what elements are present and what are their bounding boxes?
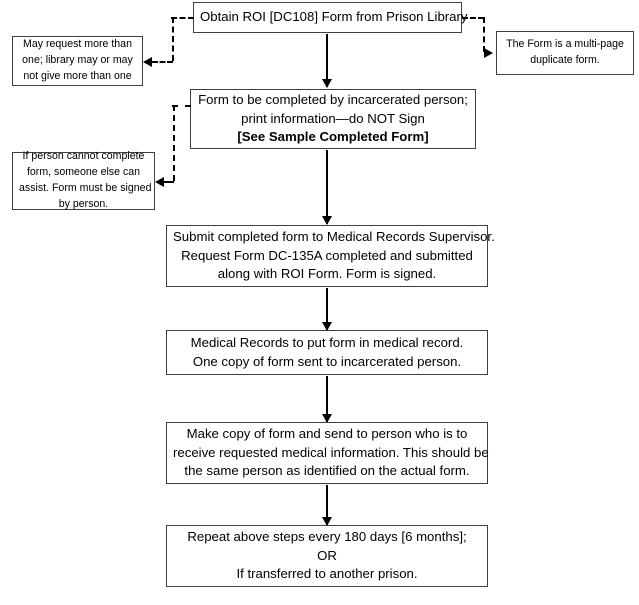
arrow-stem: [326, 34, 328, 87]
arrow-head: [322, 517, 332, 526]
arrow-head: [322, 414, 332, 423]
arrow-stem: [326, 150, 328, 224]
flow-node-complete-form: Form to be completed by incarcerated per…: [190, 89, 476, 149]
flow-node-line: Medical Records to put form in medical r…: [190, 334, 464, 350]
flow-node-medical-records-file: Medical Records to put form in medical r…: [166, 330, 488, 375]
flow-node-line: One copy of form sent to incarcerated pe…: [192, 353, 462, 369]
arrow-head: [322, 216, 332, 225]
flow-node-submit-form: Submit completed form to Medical Records…: [166, 225, 495, 287]
note-line: not give more than one: [23, 69, 132, 82]
flow-node-line: Obtain ROI [DC108] Form from Prison Libr…: [200, 9, 468, 25]
note-line: form, someone else can: [26, 166, 141, 179]
flow-node-line: receive requested medical information. T…: [173, 444, 489, 460]
flow-node-line: the same person as identified on the act…: [184, 463, 470, 479]
note-multi-page-form: The Form is a multi-page duplicate form.: [496, 31, 634, 75]
arrow-stem: [326, 485, 328, 525]
flow-node-line: Submit completed form to Medical Records…: [173, 228, 495, 244]
arrow-stem: [326, 376, 328, 422]
note-assistance: If person cannot complete form, someone …: [12, 150, 155, 210]
dashed-connector-left-2-seg-vert: [173, 105, 175, 181]
flow-node-line-emphasis: [See Sample Completed Form]: [237, 129, 429, 145]
note-line: assist. Form must be signed: [19, 182, 152, 194]
dashed-connector-right-1-seg-top: [462, 17, 484, 19]
note-multiple-requests: May request more than one; library may o…: [12, 36, 143, 86]
dashed-connector-right-1-arrowhead: [484, 48, 493, 58]
dashed-connector-left-2-arrowhead: [155, 177, 164, 187]
flow-node-line: along with ROI Form. Form is signed.: [217, 266, 437, 282]
dashed-connector-left-1-seg-vert: [172, 17, 174, 61]
dashed-connector-right-1-seg-vert: [483, 17, 485, 52]
dashed-connector-left-1-seg-top: [171, 17, 194, 19]
flow-node-line: Request Form DC-135A completed and submi…: [181, 247, 473, 263]
note-line: If person cannot complete: [22, 150, 145, 163]
flow-node-line: Form to be completed by incarcerated per…: [198, 91, 468, 107]
flow-node-obtain-form: Obtain ROI [DC108] Form from Prison Libr…: [193, 2, 468, 33]
note-line: The Form is a multi-page: [506, 38, 624, 51]
arrow-head: [322, 79, 332, 88]
flow-node-repeat: Repeat above steps every 180 days [6 mon…: [166, 525, 488, 587]
flow-node-line: print information—do NOT Sign: [241, 110, 425, 126]
note-line: May request more than: [23, 38, 132, 51]
flow-node-line: Repeat above steps every 180 days [6 mon…: [187, 528, 467, 544]
dashed-connector-left-2-seg-bottom: [164, 181, 174, 183]
flow-node-line: OR: [317, 547, 337, 563]
dashed-connector-left-1-seg-bottom: [152, 61, 173, 63]
note-line: duplicate form.: [530, 54, 600, 66]
flow-node-line: If transferred to another prison.: [236, 566, 418, 582]
dashed-connector-left-1-arrowhead: [143, 57, 152, 67]
dashed-connector-left-2-seg-top: [172, 105, 191, 107]
note-line: by person.: [58, 197, 109, 210]
arrow-stem: [326, 288, 328, 330]
flow-node-send-copy: Make copy of form and send to person who…: [166, 422, 489, 484]
arrow-head: [322, 322, 332, 331]
note-line: one; library may or may: [22, 54, 133, 67]
flow-node-line: Make copy of form and send to person who…: [186, 425, 468, 441]
